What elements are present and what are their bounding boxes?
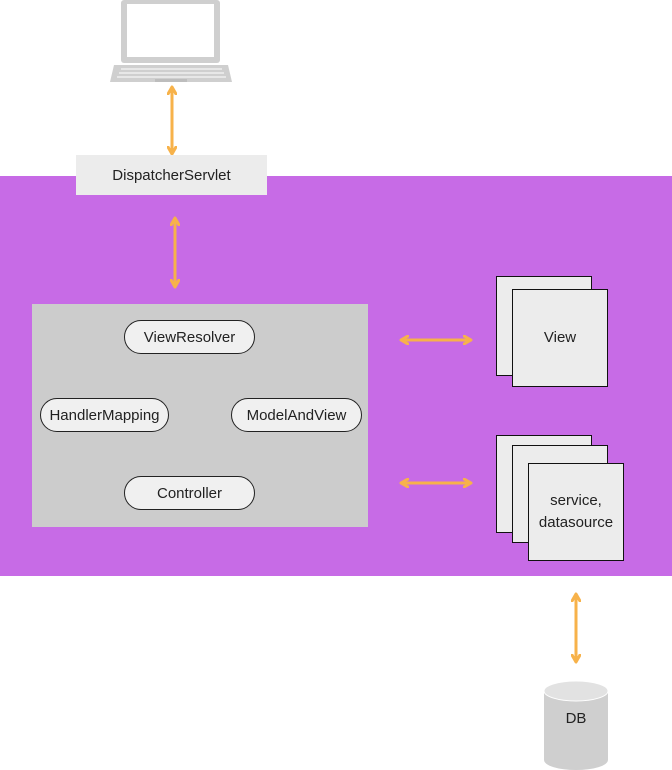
handler-mapping-node: HandlerMapping [40, 398, 169, 432]
view-card-front [512, 289, 608, 387]
controller-node: Controller [124, 476, 255, 510]
view-resolver-node: ViewResolver [124, 320, 255, 354]
db-label: DB [565, 710, 587, 727]
service-label-line1: service, [550, 492, 602, 509]
service-label-line2: datasource [538, 514, 614, 531]
service-card-front [528, 463, 624, 561]
service-node-label: service, datasource [528, 463, 624, 561]
database-icon [543, 680, 609, 770]
dispatcher-servlet: DispatcherServlet [76, 155, 267, 195]
view-node-label: View [543, 329, 577, 346]
model-and-view-node: ModelAndView [231, 398, 362, 432]
laptop-icon [110, 0, 232, 82]
